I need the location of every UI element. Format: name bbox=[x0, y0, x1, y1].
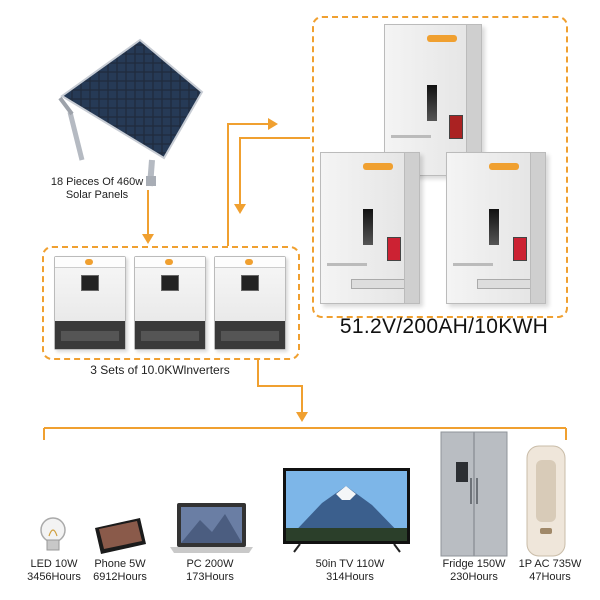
appliance-fridge: Fridge 150W 230Hours bbox=[432, 558, 516, 584]
appliance-hours: 47Hours bbox=[529, 571, 571, 583]
appliance-hours: 230Hours bbox=[450, 571, 498, 583]
appliance-hours: 314Hours bbox=[326, 571, 374, 583]
inverter-group-frame bbox=[42, 246, 300, 360]
bulb-icon bbox=[40, 517, 66, 551]
battery-unit-left bbox=[320, 152, 420, 304]
phone-icon bbox=[95, 518, 146, 554]
battery-spec-label: 51.2V/200AH/10KWH bbox=[339, 315, 549, 338]
inverter-unit-3 bbox=[214, 256, 286, 350]
appliance-name: LED 10W bbox=[30, 558, 78, 570]
appliance-name: Fridge 150W bbox=[442, 558, 506, 570]
appliance-hours: 173Hours bbox=[186, 571, 234, 583]
battery-group-frame bbox=[312, 16, 568, 318]
solar-panel-label: 18 Pieces Of 460w Solar Panels bbox=[22, 176, 172, 202]
appliance-hours: 6912Hours bbox=[93, 571, 147, 583]
appliance-name: 1P AC 735W bbox=[518, 558, 582, 570]
battery-unit-top bbox=[384, 24, 482, 176]
inverter-group-label: 3 Sets of 10.0KWlnverters bbox=[90, 363, 230, 377]
appliance-pc: PC 200W 173Hours bbox=[170, 558, 250, 584]
inverter-unit-1 bbox=[54, 256, 126, 350]
appliance-name: 50in TV 110W bbox=[315, 558, 385, 570]
appliance-ac: 1P AC 735W 47Hours bbox=[510, 558, 590, 584]
appliance-tv: 50in TV 110W 314Hours bbox=[305, 558, 395, 584]
battery-unit-right bbox=[446, 152, 546, 304]
appliance-hours: 3456Hours bbox=[27, 571, 81, 583]
appliance-name: Phone 5W bbox=[94, 558, 146, 570]
inverter-unit-2 bbox=[134, 256, 206, 350]
appliance-name: PC 200W bbox=[186, 558, 234, 570]
solar-label-line2: Solar Panels bbox=[65, 189, 129, 201]
laptop-icon bbox=[170, 503, 253, 553]
ac-icon bbox=[526, 445, 566, 557]
fridge-icon bbox=[440, 431, 508, 557]
appliance-phone: Phone 5W 6912Hours bbox=[80, 558, 160, 584]
tv-icon bbox=[283, 468, 410, 553]
appliance-led: LED 10W 3456Hours bbox=[14, 558, 94, 584]
solar-label-line1: 18 Pieces Of 460w bbox=[50, 176, 144, 188]
